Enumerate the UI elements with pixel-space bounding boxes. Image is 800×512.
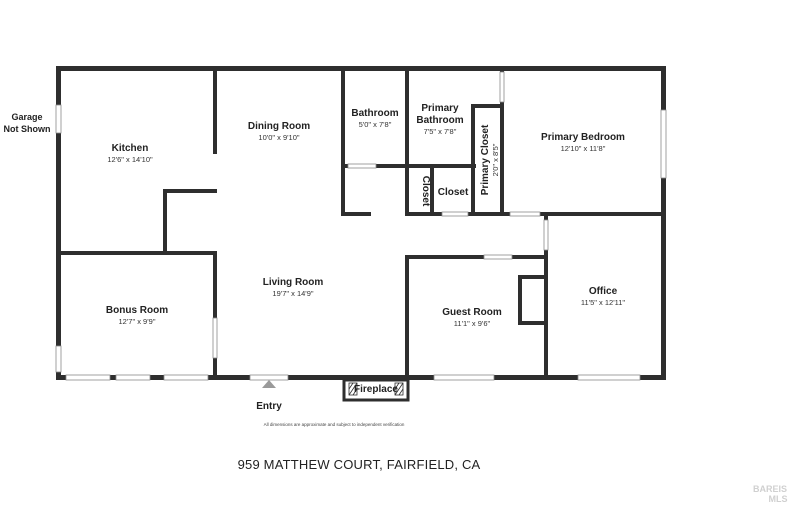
- closet-name: Closet: [438, 187, 469, 198]
- kitchen-name: Kitchen: [112, 143, 149, 154]
- primary-bedroom-name: Primary Bedroom: [541, 132, 625, 143]
- living-room-dims: 19'7" x 14'9": [272, 289, 313, 298]
- garage-note-line1: Garage: [11, 112, 42, 122]
- watermark-line1: BAREIS: [753, 484, 787, 494]
- fireplace-label: Fireplace: [354, 384, 398, 395]
- disclaimer: All dimensions are approximate and subje…: [264, 422, 405, 427]
- small-closet-name: Closet: [420, 176, 431, 207]
- garage-note-line2: Not Shown: [4, 124, 51, 134]
- bonus-room-name: Bonus Room: [106, 305, 168, 316]
- primary-closet-name: Primary Closet: [480, 124, 491, 195]
- guest-room-name: Guest Room: [442, 307, 502, 318]
- kitchen-dims: 12'6" x 14'10": [107, 155, 153, 164]
- watermark-logo: BAREIS MLS: [753, 484, 788, 504]
- entry-arrow-icon: [262, 380, 276, 388]
- primary-bathroom-dims: 7'5" x 7'8": [424, 127, 457, 136]
- dining-room-name: Dining Room: [248, 121, 310, 132]
- office-name: Office: [589, 286, 618, 297]
- bathroom-name: Bathroom: [351, 108, 398, 119]
- bonus-room-dims: 12'7" x 9'9": [119, 317, 156, 326]
- primary-bathroom-name-1: Primary: [421, 103, 459, 114]
- entry-label: Entry: [256, 401, 282, 412]
- primary-closet-dims: 2'0" x 8'5": [491, 143, 500, 176]
- watermark-line2: MLS: [769, 494, 788, 504]
- primary-bathroom-name-2: Bathroom: [416, 115, 463, 126]
- primary-bedroom-dims: 12'10" x 11'8": [561, 144, 606, 153]
- living-room-name: Living Room: [263, 277, 324, 288]
- windows: [55, 71, 667, 381]
- address: 959 MATTHEW COURT, FAIRFIELD, CA: [238, 457, 481, 472]
- fireplace: Fireplace: [342, 378, 410, 402]
- guest-room-dims: 11'1" x 9'6": [454, 319, 491, 328]
- bathroom-dims: 5'0" x 7'8": [359, 120, 392, 129]
- walls: [56, 66, 666, 380]
- dining-room-dims: 10'0" x 9'10": [258, 133, 299, 142]
- office-dims: 11'5" x 12'11": [581, 298, 626, 307]
